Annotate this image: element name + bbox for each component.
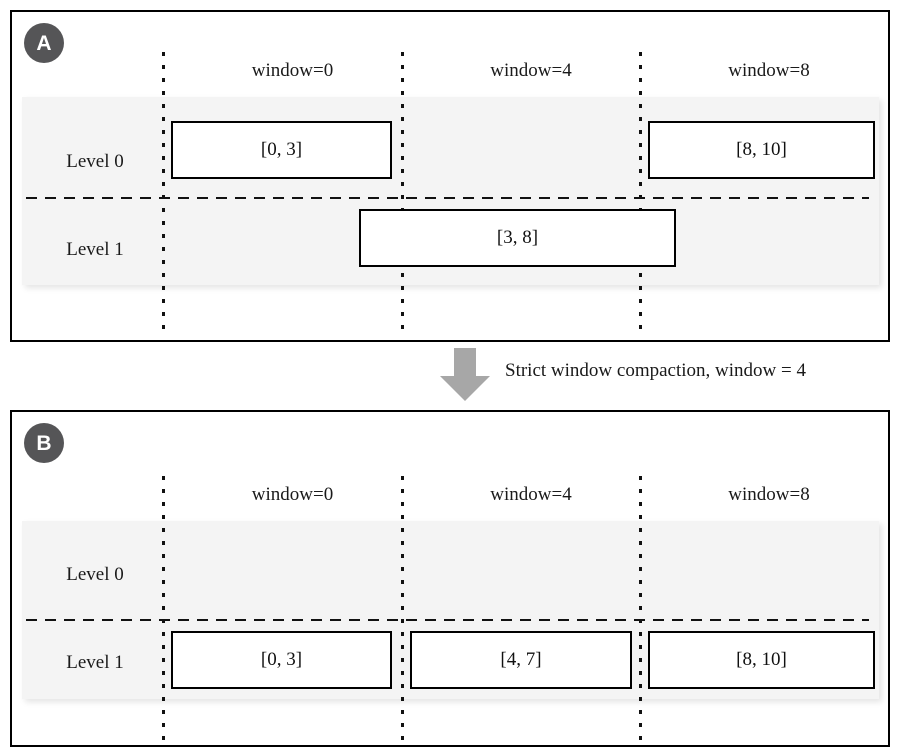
window-boundary-8-b (639, 476, 642, 747)
window-boundary-4-a (401, 52, 404, 332)
window-boundary-0-a (162, 52, 165, 332)
row-label-level-1-a: Level 1 (66, 239, 124, 260)
level-divider-b (26, 619, 869, 621)
run-box-level1-window0-b[interactable]: [0, 3] (171, 631, 392, 689)
column-header-window-4-a: window=4 (490, 60, 572, 81)
run-box-level1-window8-b[interactable]: [8, 10] (648, 631, 875, 689)
column-header-window-8-b: window=8 (728, 484, 810, 505)
transition-caption: Strict window compaction, window = 4 (505, 360, 806, 381)
column-header-window-8-a: window=8 (728, 60, 810, 81)
column-header-window-4-b: window=4 (490, 484, 572, 505)
row-label-level-0-b: Level 0 (66, 564, 124, 585)
level-divider-a (26, 197, 869, 199)
column-header-window-0-b: window=0 (251, 484, 334, 505)
row-label-level-0-a: Level 0 (66, 151, 124, 172)
panel-b: B window=0 window=4 window=8 Level 0 Lev… (10, 410, 890, 747)
run-box-level1-window4-b[interactable]: [4, 7] (410, 631, 632, 689)
run-box-level0-window8-a[interactable]: [8, 10] (648, 121, 875, 179)
panel-badge-a: A (24, 23, 64, 63)
run-box-level0-window0-a[interactable]: [0, 3] (171, 121, 392, 179)
window-boundary-0-b (162, 476, 165, 747)
panel-a: A window=0 window=4 window=8 Level 0 Lev… (10, 10, 890, 342)
panel-badge-b: B (24, 423, 64, 463)
row-label-level-1-b: Level 1 (66, 652, 124, 673)
window-boundary-8-a (639, 52, 642, 332)
transition-arrow-wrap (437, 346, 493, 402)
down-arrow-icon (440, 348, 490, 401)
run-box-level1-window4-a[interactable]: [3, 8] (359, 209, 676, 267)
column-header-window-0-a: window=0 (251, 60, 334, 81)
window-boundary-4-b (401, 476, 404, 747)
